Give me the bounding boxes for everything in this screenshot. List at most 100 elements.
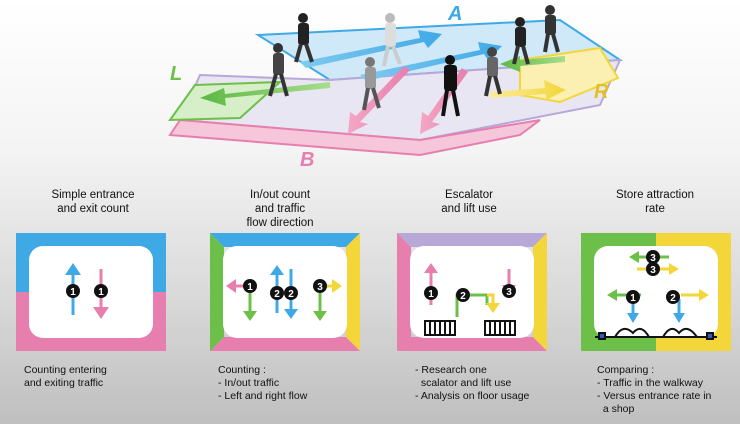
- panel-2-marker-2b-label: 2: [288, 289, 294, 300]
- panel-1-desc-line: Counting entering: [24, 364, 107, 376]
- panel-2-title-line-2: and traffic: [254, 203, 306, 215]
- panel-4-shop-doors: [595, 327, 717, 340]
- panel-4-right-arrow-mid: [699, 289, 709, 301]
- green-arrow: [200, 82, 330, 106]
- panel-2-right-zone: [346, 233, 360, 351]
- person-5: [441, 55, 460, 117]
- panel-4-right-arrow-top: [669, 263, 679, 275]
- panel-1-marker-1b: [94, 284, 108, 298]
- panel-3-left-zone: [397, 233, 411, 351]
- person-3: [268, 43, 289, 97]
- panel-4-description: Comparing : - Traffic in the walkway - V…: [597, 364, 740, 416]
- panel-1-down-arrow: [93, 307, 109, 319]
- panel-3-top-zone: [397, 233, 547, 247]
- panel-4-screen: [594, 246, 718, 338]
- panel-3-screen: [410, 246, 534, 338]
- panel-3-title-line-1: Escalator: [445, 189, 493, 201]
- zone-label-r: R: [594, 81, 609, 103]
- panel-3-down-arrow-yellow: [486, 303, 500, 313]
- panel-2-marker-3-label: 3: [317, 282, 323, 293]
- panel-2-down-arrow-green: [243, 311, 257, 321]
- person-4: [362, 57, 381, 111]
- panel-4-left-arrow-mid: [607, 289, 617, 301]
- panel-3-desc-line: scalator and lift use: [415, 377, 512, 389]
- panel-3-description: - Research one scalator and lift use - A…: [415, 364, 585, 403]
- panel-3-marker-3: [502, 284, 516, 298]
- panel-1-screen: [29, 246, 153, 338]
- panel-2-title-line-3: flow direction: [246, 217, 314, 229]
- panel-4-left-arrow-top: [629, 251, 639, 263]
- person-7: [512, 17, 530, 65]
- person-8: [543, 5, 560, 53]
- panel-4-diagram: 3 3 1 2: [581, 233, 731, 351]
- panel-2-down-arrow: [284, 309, 298, 319]
- panel-3-right-zone: [533, 233, 547, 351]
- panel-4-marker-3b-label: 3: [650, 265, 656, 276]
- panel-4-title-line-1: Store attraction: [616, 189, 694, 201]
- panel-2-desc-line: - In/out traffic: [218, 377, 280, 389]
- blue-arrow-1: [300, 30, 442, 68]
- panel-1-title-line-2: and exit count: [57, 203, 129, 215]
- panel-1-desc-line: and exiting traffic: [24, 377, 104, 389]
- panel-3-marker-1-label: 1: [428, 289, 434, 300]
- panel-3-desc-line: - Analysis on floor usage: [415, 390, 530, 402]
- panel-1-title: Simple entrance and exit count: [8, 188, 178, 216]
- panel-2-marker-2b: [284, 286, 298, 300]
- panel-4-title: Store attraction rate: [570, 188, 740, 216]
- floor-pink-zone: [168, 118, 541, 157]
- panel-1-title-line-1: Simple entrance: [51, 189, 135, 201]
- panel-3-desc-line: - Research one: [415, 364, 487, 376]
- panel-4-marker-2-label: 2: [670, 293, 676, 304]
- panel-2-marker-2a-label: 2: [274, 289, 280, 300]
- panel-2-left-arrow: [226, 279, 236, 293]
- panel-3-marker-2-label: 2: [460, 291, 466, 302]
- panel-2-down-arrow-right: [313, 311, 327, 321]
- panel-4-marker-3b: [646, 262, 660, 276]
- panel-3-title: Escalator and lift use: [384, 188, 554, 216]
- panel-4-desc-line: - Traffic in the walkway: [597, 377, 704, 389]
- panel-1-marker-1b-label: 1: [98, 287, 104, 298]
- person-2: [382, 13, 402, 67]
- panel-4-desc-line: - Versus entrance rate in: [597, 390, 712, 402]
- panel-4-marker-3a: [646, 250, 660, 264]
- panel-2-desc-line: - Left and right flow: [218, 390, 308, 402]
- panel-4-marker-3a-label: 3: [650, 253, 656, 264]
- panel-4-desc-line: a shop: [597, 403, 635, 415]
- panel-2-title: In/out count and traffic flow direction: [195, 188, 365, 230]
- zone-label-l: L: [170, 63, 182, 85]
- panel-3-gate-left: [424, 320, 456, 336]
- panel-2-bottom-zone: [210, 337, 360, 351]
- panel-2-up-arrow: [270, 265, 284, 275]
- panel-1-description: Counting entering and exiting traffic: [24, 364, 194, 390]
- panel-2-marker-2a: [270, 286, 284, 300]
- panel-2-diagram: 1 2 2 3: [210, 233, 360, 351]
- yellow-arrow: [490, 80, 566, 100]
- panel-4-marker-1: [626, 290, 640, 304]
- panel-1-diagram: 1 1: [16, 233, 166, 351]
- panel-2-desc-line: Counting :: [218, 364, 266, 376]
- panel-2-description: Counting : - In/out traffic - Left and r…: [218, 364, 388, 403]
- panel-2-marker-3: [313, 279, 327, 293]
- zone-label-b: B: [300, 149, 314, 171]
- panel-4-marker-1-label: 1: [630, 293, 636, 304]
- panel-4-desc-line: Comparing :: [597, 364, 655, 376]
- panel-3-marker-3-label: 3: [506, 287, 512, 298]
- panel-2-left-zone: [210, 233, 224, 351]
- hero-illustration: A B L R: [168, 3, 623, 171]
- panel-4-down-arrow-right: [673, 313, 685, 323]
- panel-1-marker-1a-label: 1: [70, 287, 76, 298]
- panel-4-title-line-2: rate: [645, 203, 665, 215]
- panel-2-marker-1-label: 1: [247, 282, 253, 293]
- panel-3-marker-2: [456, 288, 470, 302]
- panel-1-marker-1a: [66, 284, 80, 298]
- panel-3-marker-1: [424, 286, 438, 300]
- pink-arrow-1: [348, 66, 410, 134]
- panel-3-gate-right: [484, 320, 516, 336]
- panel-2-top-zone: [210, 233, 360, 247]
- panel-3-title-line-2: and lift use: [441, 203, 497, 215]
- panel-2-title-line-1: In/out count: [249, 189, 311, 201]
- panel-3-bottom-zone: [397, 337, 547, 351]
- person-6: [484, 47, 502, 97]
- zone-label-a: A: [447, 3, 462, 25]
- panel-3-up-arrow: [424, 263, 438, 273]
